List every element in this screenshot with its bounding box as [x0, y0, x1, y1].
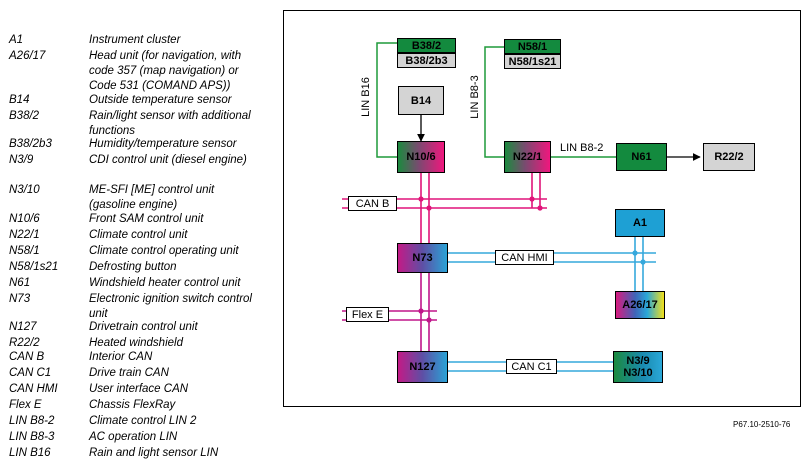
bus-label-can-c1: CAN C1	[506, 359, 557, 374]
node-n127: N127	[397, 351, 448, 383]
legend-description: Drivetrain control unit	[89, 321, 198, 333]
legend-description: Interior CAN	[89, 351, 153, 363]
legend-description: Climate control operating unit	[89, 245, 239, 257]
legend-description: ME-SFI [ME] control unit (gasoline engin…	[89, 184, 215, 211]
legend-code: N58/1s21	[9, 261, 59, 273]
legend-description: CDI control unit (diesel engine)	[89, 154, 247, 166]
legend-code: A1	[9, 34, 24, 46]
legend-code: Flex E	[9, 399, 42, 411]
node-r22-2: R22/2	[703, 143, 755, 171]
bus-label-can-b: CAN B	[348, 196, 397, 211]
legend-code: CAN C1	[9, 367, 52, 379]
legend-code: A26/17	[9, 50, 46, 62]
can-hmi-junctions	[632, 250, 646, 265]
legend-description: Climate control LIN 2	[89, 415, 197, 427]
legend-code: N3/9	[9, 154, 34, 166]
legend-code: N22/1	[9, 229, 40, 241]
node-n3-9-label: N3/9	[626, 355, 650, 367]
legend-description: Heated windshield	[89, 337, 183, 349]
node-n10-6: N10/6	[397, 141, 445, 173]
legend-code: LIN B16	[9, 447, 51, 459]
legend-code: B14	[9, 94, 30, 106]
legend-code: N10/6	[9, 213, 40, 225]
legend-description: Instrument cluster	[89, 34, 181, 46]
legend-code: N61	[9, 277, 31, 289]
node-a26-17: A26/17	[615, 291, 665, 319]
legend-description: Humidity/temperature sensor	[89, 138, 237, 150]
node-b38-2: B38/2	[397, 38, 456, 53]
legend-code: N127	[9, 321, 37, 333]
lin-label-b8-2: LIN B8-2	[560, 142, 604, 154]
legend-code: N73	[9, 293, 31, 305]
lin-label-b8-3: LIN B8-3	[469, 75, 481, 119]
legend-description: Front SAM control unit	[89, 213, 204, 225]
node-n61: N61	[616, 143, 667, 171]
lin-b16-wire	[376, 42, 397, 158]
node-n73: N73	[397, 243, 448, 273]
legend-description: Head unit (for navigation, with code 357…	[89, 50, 242, 92]
node-b14: B14	[398, 86, 444, 115]
node-a1: A1	[615, 209, 665, 237]
legend-code: B38/2b3	[9, 138, 52, 150]
figure-id: P67.10-2510-76	[733, 420, 791, 429]
legend-description: Defrosting button	[89, 261, 177, 273]
legend-code: LIN B8-3	[9, 431, 55, 443]
can-b-junctions	[418, 196, 543, 211]
lin-b8-3-wire	[484, 46, 504, 158]
legend-description: Drive train CAN	[89, 367, 169, 379]
legend-description: Outside temperature sensor	[89, 94, 232, 106]
flex-e-junctions	[418, 308, 432, 323]
node-n22-1: N22/1	[504, 141, 551, 173]
diagram-frame: B38/2 B38/2b3 N58/1 N58/1s21 B14 N10/6 N…	[283, 10, 801, 407]
legend-code: B38/2	[9, 110, 40, 122]
legend-description: Electronic ignition switch control unit	[89, 293, 252, 320]
node-n3-9-n3-10: N3/9 N3/10	[613, 351, 663, 383]
legend-code: CAN B	[9, 351, 45, 363]
legend-code: CAN HMI	[9, 383, 58, 395]
legend-description: AC operation LIN	[89, 431, 178, 443]
node-n58-1: N58/1	[504, 39, 561, 54]
lin-label-b16: LIN B16	[360, 77, 372, 117]
legend-code: N3/10	[9, 184, 40, 196]
legend-description: Chassis FlexRay	[89, 399, 176, 411]
legend-description: Rain/light sensor with additional functi…	[89, 110, 251, 137]
legend-code: N58/1	[9, 245, 40, 257]
node-n3-10-label: N3/10	[623, 367, 653, 379]
bus-label-flex-e: Flex E	[346, 307, 389, 322]
node-n58-1s21: N58/1s21	[504, 54, 561, 69]
legend-description: User interface CAN	[89, 383, 189, 395]
legend-code: R22/2	[9, 337, 40, 349]
legend-description: Climate control unit	[89, 229, 188, 241]
legend-description: Rain and light sensor LIN	[89, 447, 219, 459]
node-b38-2b3: B38/2b3	[397, 53, 456, 68]
legend-code: LIN B8-2	[9, 415, 55, 427]
legend-description: Windshield heater control unit	[89, 277, 241, 289]
bus-label-can-hmi: CAN HMI	[495, 250, 554, 265]
